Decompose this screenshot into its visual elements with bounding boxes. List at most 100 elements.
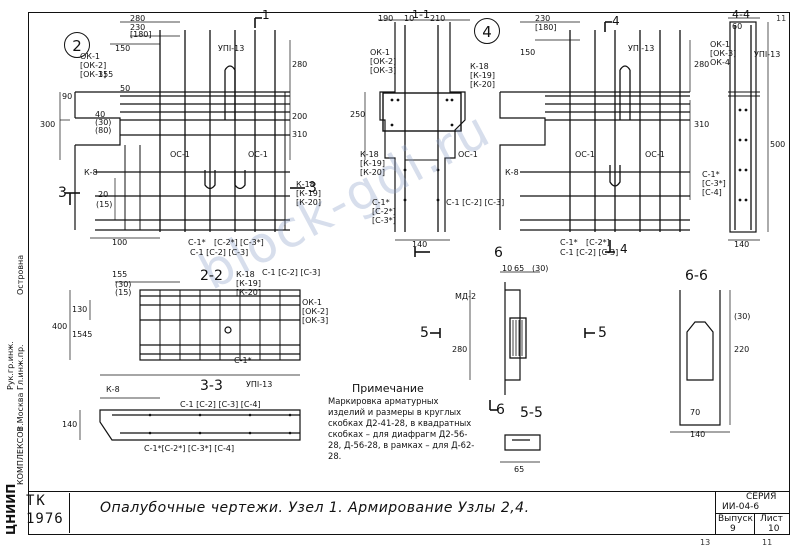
dim-65-s55: 65: [514, 264, 525, 273]
dim-220-s66: 220: [734, 345, 750, 354]
dim-180-n4: [180]: [535, 23, 557, 32]
note-text: Маркировка арматурных изделий и размеры …: [328, 396, 475, 461]
series-value: ИИ-04-6: [722, 502, 760, 512]
label-oc1-a: ОС-1: [170, 150, 190, 159]
label-k20-s11: [К-20]: [360, 168, 385, 177]
cut-5-mark-left: 5: [420, 325, 429, 341]
section-4-4-title: 4-4: [732, 8, 750, 21]
dim-60-s44: 60: [732, 22, 743, 31]
label-ok2: [ОК-2]: [80, 61, 107, 70]
section-1-1-title: 1-1: [412, 8, 430, 21]
dim-210: 210: [430, 14, 446, 23]
label-c2star: [С-2*]: [214, 238, 238, 247]
label-ok3-s22: [ОК-3]: [302, 316, 329, 325]
dim-65-s55-b: 65: [514, 465, 525, 474]
dim-190: 190: [378, 14, 394, 23]
label-oc1-n4-b: ОС-1: [645, 150, 665, 159]
section-5-5-title: 5-5: [520, 405, 543, 421]
title-block: [28, 491, 790, 535]
cut-3-mark-right: 3: [308, 180, 317, 196]
label-c1-s11: С-1*: [372, 198, 390, 207]
dim-140-s33: 140: [62, 420, 78, 429]
node4-circle-label: 4: [474, 18, 500, 44]
label-k19: [К-19]: [296, 189, 321, 198]
label-md2: МД-2: [455, 292, 477, 301]
dim-400-s22: 400: [52, 322, 68, 331]
issue-value: 9: [730, 524, 736, 534]
dim-40: 40: [95, 110, 106, 119]
node2-circle-label: 2: [64, 32, 90, 58]
section-4-4-drawing: [728, 17, 769, 241]
side-stamp-org2: КОМПЛЕКСОВ: [16, 425, 25, 485]
dim-250: 250: [350, 110, 366, 119]
label-ok1-s22: ОК-1: [302, 298, 322, 307]
dim-10-s55: 10: [502, 264, 513, 273]
dim-155: 155: [98, 70, 114, 79]
dim-30b: (30): [95, 118, 112, 127]
dim-140-s66: 140: [690, 430, 706, 439]
side-stamp-name: Островна: [16, 254, 25, 295]
dim-10: 10: [404, 14, 415, 23]
dim-30-s55: (30): [532, 264, 549, 273]
cut-4-mark-top: 4: [612, 14, 620, 28]
label-c1-s11-r: С-1 [С-2] [С-3]: [446, 198, 505, 207]
label-k20-n4: [К-20]: [470, 80, 495, 89]
label-c2-n4: [С-2*]: [586, 238, 610, 247]
label-c-row-s22: С-1 [С-2] [С-3]: [262, 268, 321, 277]
sheet-value: 10: [768, 524, 780, 534]
node4-reinforcement-drawing: [499, 21, 691, 253]
dim-100: 100: [112, 238, 128, 247]
label-upi13: УПI-13: [218, 44, 245, 53]
dim-15-s22: (15): [115, 288, 132, 297]
dim-90: 90: [62, 92, 73, 101]
label-c1-row: С-1 [С-2] [С-3]: [190, 248, 249, 257]
label-c3-s11: [С-3*]: [372, 216, 396, 225]
dim-310-n4: 310: [694, 120, 710, 129]
dim-310: 310: [292, 130, 308, 139]
label-ok3: [ОК-3]: [80, 70, 107, 79]
label-oc1-n4: ОС-1: [575, 150, 595, 159]
cut-5-mark-right: 5: [598, 325, 607, 341]
label-k19-s11: [К-19]: [360, 159, 385, 168]
label-ok1: ОК-1: [80, 52, 100, 61]
sheet-corner-number: 11: [776, 14, 787, 23]
label-upi13-s44: УПI-13: [754, 50, 781, 59]
section-2-2-drawing: [69, 281, 301, 376]
bottom-right-corner-number: 11: [762, 538, 773, 547]
label-k19-n4: [К-19]: [470, 71, 495, 80]
dim-280-v: 280: [292, 60, 308, 69]
label-oc1-s11: ОС-1: [458, 150, 478, 159]
dim-140-s11: 140: [412, 240, 428, 249]
dim-130-s22: 130: [72, 305, 88, 314]
label-c4-s44: [С-4]: [702, 188, 722, 197]
label-k8-n4: К-8: [505, 168, 519, 177]
cut-3-mark-left: 3: [58, 185, 67, 201]
title-block-code-top: ТК: [26, 493, 47, 509]
cut-6-mark-top: 6: [494, 245, 503, 261]
label-k18-n4: К-18: [470, 62, 489, 71]
label-k18-s11: К-18: [360, 150, 379, 159]
section-3-3-drawing: [79, 397, 301, 441]
sheet-label: Лист: [760, 514, 783, 524]
dim-230-n4: 230: [535, 14, 551, 23]
title-block-code: ТК 1976: [12, 493, 70, 533]
label-ok2-s11: [ОК-2]: [370, 57, 397, 66]
label-k18: К-18: [296, 180, 315, 189]
sheet-frame: [28, 12, 790, 535]
dim-155-s22: 155: [112, 270, 128, 279]
side-stamp-city: г.Москва: [16, 392, 25, 430]
label-cstar-row-s22: С-1*: [234, 356, 252, 365]
dim-230: 230: [130, 23, 146, 32]
dim-200: 200: [292, 112, 308, 121]
dim-290-n4: 280: [694, 60, 710, 69]
section-2-2-title: 2-2: [200, 268, 223, 284]
dim-30-s66: (30): [734, 312, 751, 321]
section-1-1-drawing: [364, 19, 470, 257]
node2-reinforcement-drawing: [59, 17, 305, 239]
section-6-6-drawing: [670, 290, 731, 433]
section-6-6-title: 6-6: [685, 268, 708, 284]
title-block-title: Опалубочные чертежи. Узел 1. Армирование…: [100, 500, 530, 516]
dim-140-s44: 140: [734, 240, 750, 249]
dim-180: [180]: [130, 30, 152, 39]
